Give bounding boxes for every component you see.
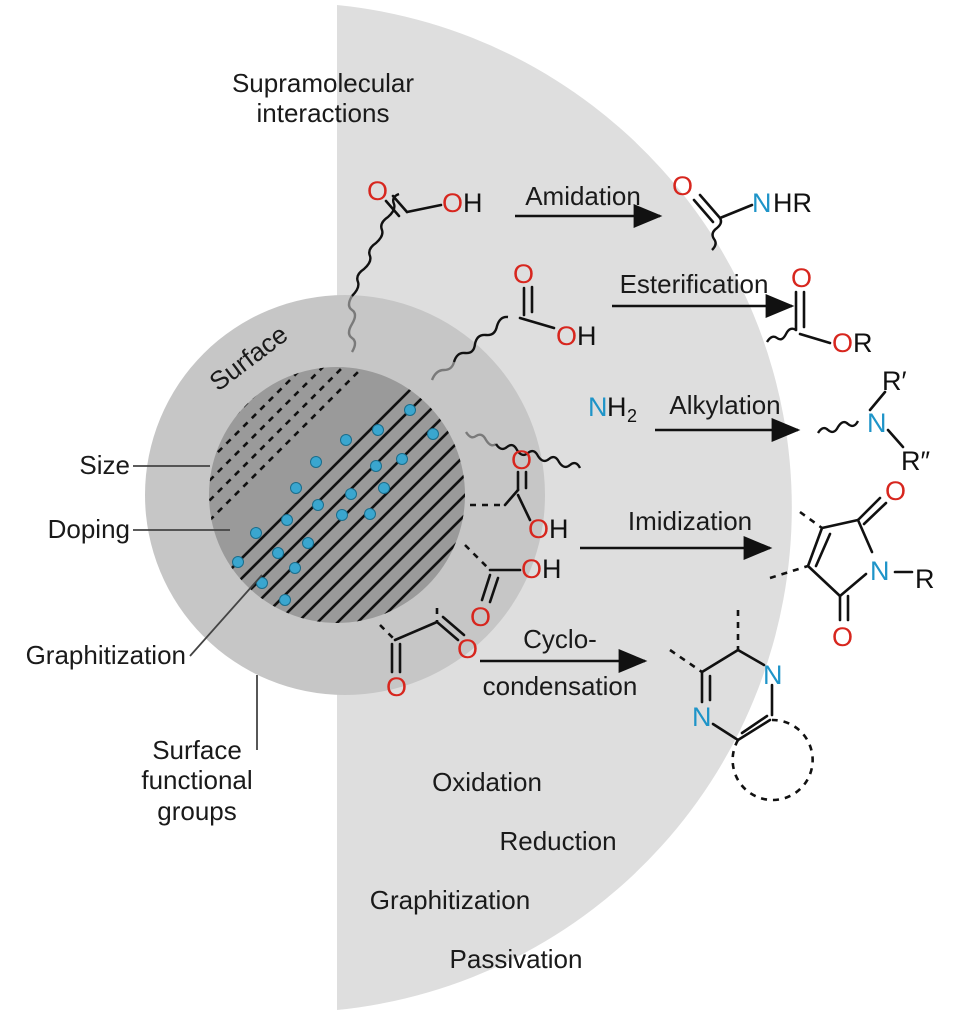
oxygen-atom: O [442,188,463,218]
size-label: Size [79,450,130,480]
oxidation-label: Oxidation [432,767,542,797]
r-group: R [853,328,873,358]
alkylated-amine-product: N R′ R″ [816,366,930,476]
oxygen-atom: O [367,176,388,206]
sfg-line-3: groups [157,796,237,826]
modification-panel [337,5,792,1010]
diketone-group: O O [379,608,478,702]
oxygen-atom: O [832,328,853,358]
nitrogen-atom: N [588,392,608,422]
nitrogen-atom: N [692,702,712,732]
nitrogen-atom: N [867,408,887,438]
reduction-label: Reduction [499,826,616,856]
supramolecular-label-2: interactions [257,98,390,128]
nitrogen-atom: N [763,660,783,690]
subscript-2: 2 [627,406,637,426]
ester-product: O O R [765,263,873,358]
carboxyl-group-1: O O H [347,176,483,353]
amide-product: O N HR [672,171,812,251]
surface-functional-groups-label: Surface functional groups [141,735,252,826]
hr-group: HR [773,188,812,218]
imide-product: O N R O [769,476,935,652]
oxygen-atom: O [885,476,906,506]
oxygen-atom: O [791,263,812,293]
r-prime-group: R′ [882,366,907,396]
oxygen-atom: O [511,445,532,475]
hydrogen-atom: H [463,188,483,218]
oxygen-atom: O [457,634,478,664]
amine-group: N H 2 [464,392,637,469]
hydrogen-atom: H [549,514,569,544]
graphitization-label: Graphitization [26,640,186,670]
oxygen-atom: O [521,554,542,584]
r-double-prime-group: R″ [901,446,930,476]
cyclo-label: Cyclo- [523,624,597,654]
sfg-line-1: Surface [152,735,242,765]
oxygen-atom: O [672,171,693,201]
hydrogen-atom: H [607,392,627,422]
oxygen-atom: O [556,321,577,351]
pyrazine-product: N N [669,610,814,802]
oxygen-atom: O [386,672,407,702]
oxygen-atom: O [470,602,491,632]
oxygen-atom: O [832,622,853,652]
callout-lines [133,465,263,750]
carboxyl-group-2: O O H [430,259,597,381]
passivation-label: Passivation [450,944,583,974]
esterification-label: Esterification [620,269,769,299]
nitrogen-atom: N [752,188,772,218]
dicarboxyl-group: O O H O H O [464,445,569,632]
oxygen-atom: O [513,259,534,289]
alkylation-label: Alkylation [669,390,780,420]
supramolecular-label-1: Supramolecular [232,68,414,98]
hydrogen-atom: H [577,321,597,351]
oxygen-atom: O [528,514,549,544]
condensation-label: condensation [483,671,638,701]
hydrogen-atom: H [542,554,562,584]
graphitization-bottom-label: Graphitization [370,885,530,915]
imidization-label: Imidization [628,506,752,536]
r-group: R [915,564,935,594]
amidation-label: Amidation [525,181,641,211]
doping-label: Doping [48,514,130,544]
sfg-line-2: functional [141,765,252,795]
nitrogen-atom: N [870,556,890,586]
